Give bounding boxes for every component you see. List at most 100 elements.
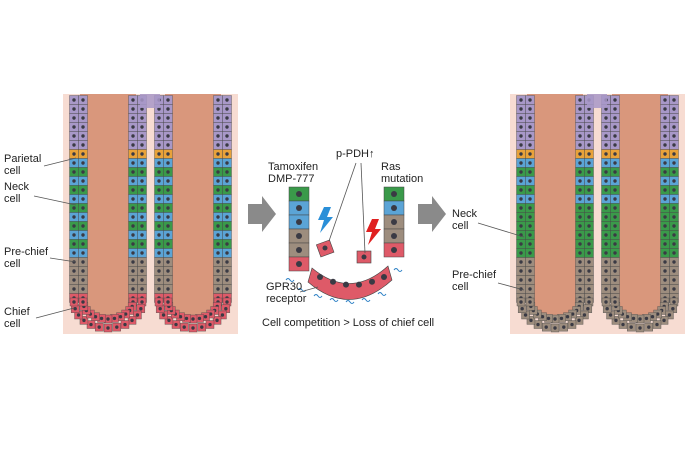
cell-nucleus: [203, 315, 208, 319]
cell-nucleus: [519, 242, 523, 246]
cell-nucleus: [157, 179, 161, 183]
cell-nucleus: [663, 242, 667, 246]
cell-nucleus: [216, 188, 220, 192]
cell-nucleus: [604, 152, 608, 156]
cell-nucleus: [166, 215, 170, 219]
cell-nucleus: [578, 233, 582, 237]
cell-nucleus: [587, 125, 591, 129]
cell-nucleus: [131, 224, 135, 228]
cell-nucleus: [587, 179, 591, 183]
cell-nucleus: [536, 322, 540, 327]
cell-nucleus: [570, 312, 575, 316]
cell-nucleus: [587, 242, 591, 246]
cell-nucleus: [157, 269, 161, 273]
cell-nucleus: [225, 152, 229, 156]
cell-nucleus: [140, 269, 144, 273]
cell-nucleus: [578, 260, 582, 264]
cell-nucleus: [604, 278, 608, 282]
cell-nucleus: [140, 125, 144, 129]
cell-nucleus: [81, 260, 85, 264]
cell-nucleus: [216, 152, 220, 156]
cell-nucleus: [663, 233, 667, 237]
cell-nucleus: [663, 224, 667, 228]
cell-nucleus: [216, 260, 220, 264]
cell-nucleus: [72, 300, 76, 304]
cell-nucleus: [672, 287, 676, 291]
cell-nucleus: [587, 107, 591, 111]
cell-nucleus: [578, 188, 582, 192]
cell-nucleus: [131, 107, 135, 111]
cell-nucleus: [216, 143, 220, 147]
cell-nucleus: [225, 98, 229, 102]
cell-nucleus: [166, 287, 170, 291]
cell-nucleus: [224, 307, 228, 311]
cell-nucleus: [81, 251, 85, 255]
cell-nucleus: [663, 98, 667, 102]
cell-nucleus: [216, 170, 220, 174]
cell-nucleus: [225, 260, 229, 264]
cell-nucleus: [540, 315, 545, 319]
cell-nucleus: [140, 134, 144, 138]
cell-nucleus: [166, 107, 170, 111]
arrow-right-icon: [248, 196, 276, 232]
cell-nucleus: [166, 269, 170, 273]
cell-nucleus: [647, 325, 651, 329]
cell-nucleus: [604, 260, 608, 264]
cell-nucleus: [663, 134, 667, 138]
cell-nucleus: [184, 316, 189, 321]
cell-nucleus: [629, 325, 633, 329]
cell-nucleus: [225, 179, 229, 183]
right-labels: Neck cell Pre-chief cell: [452, 208, 525, 293]
cell-nucleus: [166, 134, 170, 138]
cell-nucleus: [578, 170, 582, 174]
cell-nucleus: [578, 269, 582, 273]
cell-nucleus: [613, 206, 617, 210]
cell-nucleus: [81, 107, 85, 111]
cell-nucleus: [216, 161, 220, 165]
cell-nucleus: [519, 116, 523, 120]
cell-nucleus: [97, 325, 101, 329]
cell-nucleus: [587, 300, 591, 304]
cell-nucleus: [613, 287, 617, 291]
cell-nucleus: [72, 278, 76, 282]
cell-nucleus: [587, 260, 591, 264]
cell-nucleus: [672, 179, 676, 183]
cell-nucleus: [381, 274, 387, 280]
cell-nucleus: [158, 307, 162, 311]
cell-nucleus: [613, 215, 617, 219]
cell-nucleus: [604, 170, 608, 174]
cell-nucleus: [106, 317, 110, 321]
cell-nucleus: [225, 188, 229, 192]
cell-nucleus: [131, 260, 135, 264]
cell-nucleus: [72, 134, 76, 138]
left-labels: Parietal cell Neck cell Pre-chief cell C…: [4, 153, 77, 330]
cell-nucleus: [140, 215, 144, 219]
cell-nucleus: [528, 143, 532, 147]
cell-nucleus: [604, 224, 608, 228]
cell-nucleus: [123, 312, 128, 316]
cell-nucleus: [131, 269, 135, 273]
cell-nucleus: [81, 125, 85, 129]
cell-nucleus: [604, 287, 608, 291]
cell-nucleus: [215, 318, 219, 323]
cell-nucleus: [72, 233, 76, 237]
cell-nucleus: [650, 315, 655, 319]
cell-nucleus: [672, 143, 676, 147]
label-gpr30-receptor: GPR30 receptor: [266, 281, 307, 305]
cell-nucleus: [667, 313, 672, 317]
cell-nucleus: [225, 233, 229, 237]
cell-nucleus: [519, 206, 523, 210]
cell-nucleus: [663, 143, 667, 147]
cell-nucleus: [613, 152, 617, 156]
cell-nucleus: [317, 274, 323, 280]
cell-nucleus: [663, 188, 667, 192]
cell-nucleus: [613, 107, 617, 111]
cell-nucleus: [157, 224, 161, 228]
cell-nucleus: [166, 143, 170, 147]
cell-nucleus: [578, 224, 582, 228]
ridge-top: [587, 94, 607, 108]
cell-nucleus: [613, 269, 617, 273]
cell-nucleus: [123, 322, 127, 327]
cell-nucleus: [565, 315, 570, 319]
cell-nucleus: [81, 242, 85, 246]
